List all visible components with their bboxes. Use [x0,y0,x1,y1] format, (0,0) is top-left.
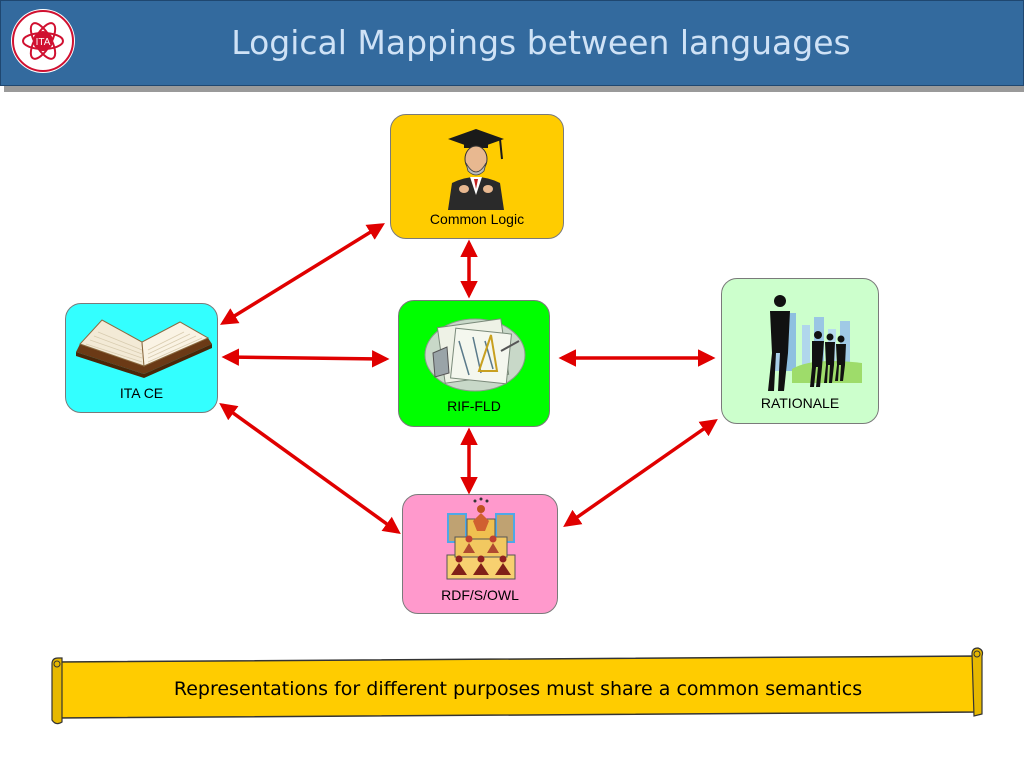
arrow-rationale-rdf-s-owl [563,418,718,528]
blueprint-tools-icon [424,318,526,392]
node-label: ITA CE [119,385,164,401]
node-common-logic: Common Logic [390,114,564,239]
business-people-icon [768,295,862,391]
node-rdf-s-owl: RDF/S/OWL [402,494,558,614]
ita-logo-icon: ITA [11,9,75,73]
open-book-icon [76,319,212,378]
node-label: RATIONALE [760,395,840,411]
node-label: RDF/S/OWL [441,587,519,603]
header-bar: ITA Logical Mappings between languages [0,0,1024,86]
node-label: RIF-FLD [447,398,501,414]
svg-text:ITA: ITA [36,37,51,48]
node-ita-ce: ITA CE [65,303,218,413]
node-rif-fld: RIF-FLD [398,300,550,427]
arrow-ita-ce-rdf-s-owl [219,402,401,535]
professor-icon [448,129,504,210]
human-pyramid-icon [446,497,516,580]
arrow-common-logic-ita-ce [220,223,385,325]
node-rationale: RATIONALE [721,278,879,424]
page-title: Logical Mappings between languages [231,23,851,62]
node-label: Common Logic [429,211,525,227]
banner-text: Representations for different purposes m… [173,678,863,700]
arrow-ita-ce-rif-fld [221,348,390,368]
